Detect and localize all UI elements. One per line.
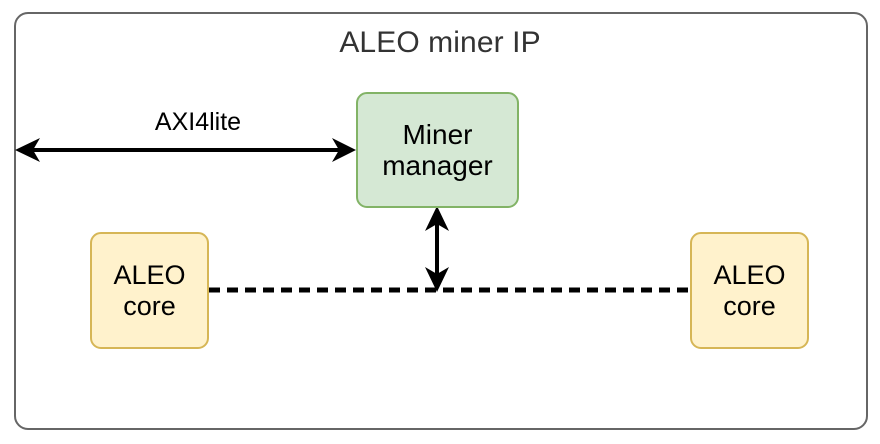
axi4lite-label: AXI4lite xyxy=(154,108,242,136)
block-aleo-core-left-line2: core xyxy=(123,290,176,321)
block-miner-manager-line1: Miner xyxy=(402,118,473,150)
aleo-miner-ip-container xyxy=(14,12,868,430)
block-miner-manager-line2: manager xyxy=(382,150,493,181)
block-aleo-core-left-line1: ALEO xyxy=(113,260,186,291)
block-aleo-core-right[interactable]: ALEO core xyxy=(690,232,809,349)
block-aleo-core-left[interactable]: ALEO core xyxy=(90,232,209,349)
block-miner-manager[interactable]: Miner manager xyxy=(356,92,519,208)
block-aleo-core-right-line1: ALEO xyxy=(713,260,786,291)
block-aleo-core-right-line2: core xyxy=(723,290,776,321)
diagram-title: ALEO miner IP xyxy=(339,26,541,59)
